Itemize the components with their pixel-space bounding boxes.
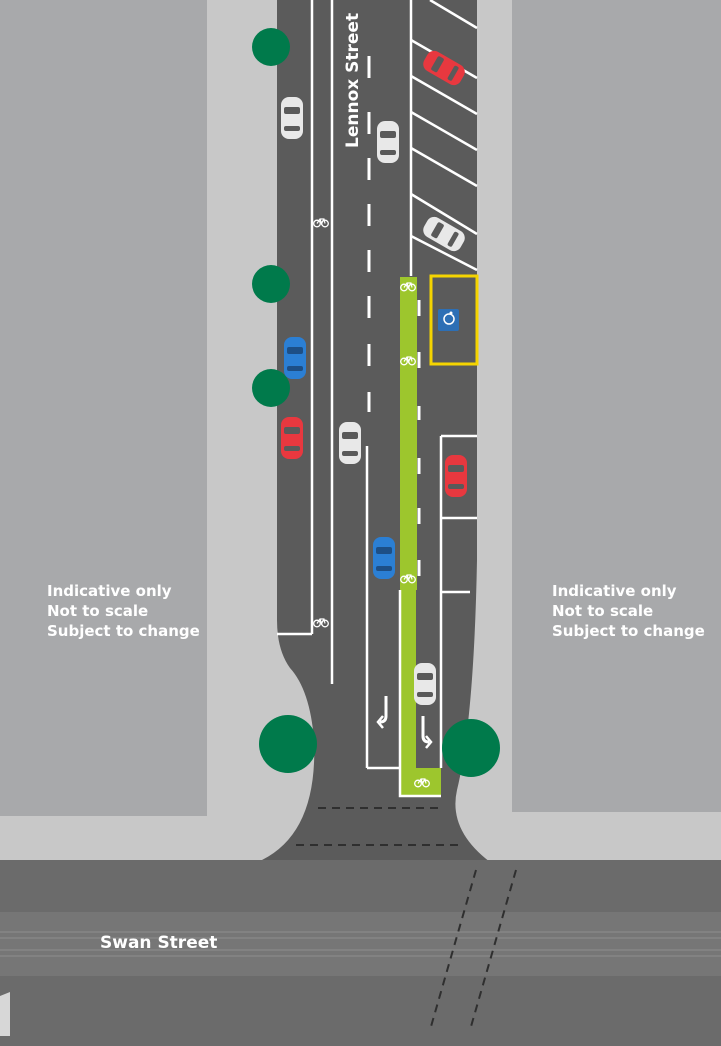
accessible-parking-icon xyxy=(438,309,459,331)
car xyxy=(281,47,468,705)
green-bike-lane xyxy=(398,277,441,798)
left-turn-arrow-icon xyxy=(376,696,388,729)
disclaimer-line: Subject to change xyxy=(47,622,200,640)
angle-parking-lines xyxy=(409,0,478,276)
building-left xyxy=(0,0,207,816)
tram-corridor xyxy=(0,912,721,976)
lennox-street-label: Lennox Street xyxy=(343,13,363,148)
disabled-parking-bay xyxy=(429,274,479,366)
right-turn-arrow-icon xyxy=(421,716,433,749)
lane-lines xyxy=(277,0,477,770)
disclaimer-line: Indicative only xyxy=(552,582,677,600)
disclaimer-left: Indicative only Not to scale Subject to … xyxy=(47,581,200,641)
swan-street-label: Swan Street xyxy=(100,933,217,953)
tram-stop-edge xyxy=(0,992,10,1036)
tram-tracks xyxy=(0,931,721,957)
disclaimer-line: Not to scale xyxy=(552,602,654,620)
centre-dashes xyxy=(367,56,421,576)
building-right xyxy=(512,0,721,812)
lennox-street-road xyxy=(262,0,490,862)
disclaimer-right: Indicative only Not to scale Subject to … xyxy=(552,581,705,641)
disclaimer-line: Subject to change xyxy=(552,622,705,640)
disclaimer-line: Not to scale xyxy=(47,602,149,620)
intersection-dashes xyxy=(296,807,517,1031)
disclaimer-line: Indicative only xyxy=(47,582,172,600)
tree xyxy=(252,28,500,777)
